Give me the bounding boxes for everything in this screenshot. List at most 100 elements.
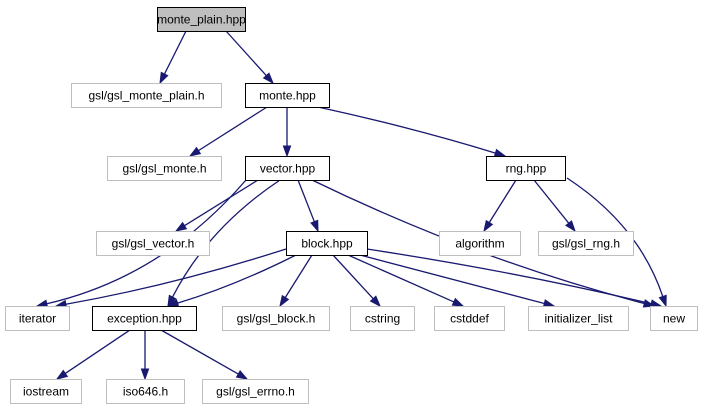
node-iso646: iso646.h — [106, 379, 185, 404]
edge-monte-to-rng — [317, 106, 507, 158]
node-box — [245, 156, 330, 181]
edge-line — [533, 179, 570, 224]
node-gsl_monte_plain: gsl/gsl_monte_plain.h — [71, 83, 222, 108]
edge-arrowhead — [55, 369, 69, 380]
node-box — [92, 306, 197, 331]
edge-line — [332, 254, 374, 300]
node-label: gsl/gsl_monte_plain.h — [88, 89, 204, 103]
node-label: gsl/gsl_errno.h — [216, 385, 295, 399]
node-label: rng.hpp — [506, 162, 547, 176]
node-gsl_block: gsl/gsl_block.h — [222, 306, 330, 331]
node-box — [538, 231, 634, 256]
edge-arrowhead — [262, 72, 274, 85]
edge-block-to-gsl_block — [279, 254, 313, 308]
node-box — [650, 306, 698, 331]
node-box — [106, 379, 185, 404]
edge-block-to-initializer_list — [359, 254, 556, 308]
edge-arrowhead — [658, 294, 667, 308]
edge-line — [160, 329, 239, 375]
node-gsl_errno: gsl/gsl_errno.h — [202, 379, 309, 404]
edge-line — [297, 179, 315, 222]
node-box — [71, 83, 222, 108]
edge-block-to-cstring — [332, 254, 382, 308]
edge-monte_plain-to-monte — [225, 30, 274, 85]
edge-line — [488, 179, 517, 223]
node-rng[interactable]: rng.hpp — [486, 156, 566, 181]
node-label: block.hpp — [301, 237, 353, 251]
node-vector[interactable]: vector.hpp — [245, 156, 330, 181]
node-label: gsl/gsl_vector.h — [112, 237, 195, 251]
edge-block-to-exception — [166, 254, 297, 308]
node-label: algorithm — [455, 237, 504, 251]
node-label: monte.hpp — [259, 89, 316, 103]
node-new: new — [650, 306, 698, 331]
edge-arrowhead — [565, 220, 576, 233]
edge-line — [64, 329, 131, 374]
edge-line — [225, 30, 267, 77]
edge-line — [171, 179, 281, 298]
node-box — [434, 306, 505, 331]
edge-arrowhead — [282, 145, 292, 158]
edge-arrowhead — [310, 219, 319, 233]
edge-arrowhead — [369, 295, 382, 308]
edge-arrowhead — [140, 368, 150, 381]
edge-line — [184, 179, 259, 227]
edge-monte-to-vector — [282, 107, 292, 158]
node-label: gsl/gsl_block.h — [237, 312, 316, 326]
node-label: gsl/gsl_rng.h — [552, 237, 620, 251]
edge-exception-to-iostream — [55, 329, 131, 380]
node-label: vector.hpp — [260, 162, 316, 176]
edge-monte-to-gsl_monte — [188, 106, 268, 157]
edge-line — [177, 254, 297, 304]
edge-exception-to-gsl_errno — [160, 329, 249, 380]
node-box — [286, 231, 368, 256]
edge-monte_plain-to-gsl_monte_plain — [159, 30, 187, 85]
edge-block-to-new — [366, 248, 663, 308]
edge-arrowhead — [167, 294, 177, 308]
node-block[interactable]: block.hpp — [286, 231, 368, 256]
node-label: iterator — [19, 312, 56, 326]
edge-arrowhead — [542, 299, 556, 308]
nodes-layer: monte_plain.hpp gsl/gsl_monte_plain.h mont… — [5, 7, 698, 404]
edge-line — [284, 254, 313, 298]
edge-arrowhead — [188, 146, 202, 157]
edge-line — [198, 106, 268, 152]
edge-line — [366, 248, 652, 305]
edge-arrowhead — [483, 219, 494, 233]
node-cstring: cstring — [350, 306, 415, 331]
edge-arrowhead — [235, 370, 249, 380]
node-initializer_list: initializer_list — [528, 306, 629, 331]
edge-line — [317, 106, 496, 154]
node-box — [245, 83, 330, 108]
node-box — [439, 231, 521, 256]
edge-arrowhead — [159, 71, 169, 85]
edge-vector-to-exception — [167, 179, 281, 308]
node-iterator: iterator — [5, 306, 70, 331]
edge-vector-to-gsl_vector — [174, 179, 259, 232]
node-label: exception.hpp — [107, 312, 182, 326]
node-box — [5, 306, 70, 331]
node-box — [157, 7, 246, 32]
node-box — [202, 379, 309, 404]
edge-exception-to-iso646 — [140, 330, 150, 381]
node-box — [528, 306, 629, 331]
node-box — [222, 306, 330, 331]
edge-block-to-cstddef — [347, 254, 465, 307]
node-box — [350, 306, 415, 331]
edge-line — [163, 30, 187, 75]
edge-line — [65, 248, 287, 305]
edge-line — [359, 254, 545, 305]
node-monte_plain[interactable]: monte_plain.hpp — [157, 7, 246, 32]
node-monte[interactable]: monte.hpp — [245, 83, 330, 108]
node-gsl_monte: gsl/gsl_monte.h — [107, 156, 222, 181]
node-label: new — [663, 312, 685, 326]
edge-line — [46, 179, 247, 305]
node-exception[interactable]: exception.hpp — [92, 306, 197, 331]
node-label: monte_plain.hpp — [157, 13, 246, 27]
node-box — [96, 231, 210, 256]
node-gsl_vector: gsl/gsl_vector.h — [96, 231, 210, 256]
node-label: initializer_list — [544, 312, 613, 326]
edge-arrowhead — [279, 294, 290, 308]
node-box — [486, 156, 566, 181]
node-label: iostream — [23, 385, 69, 399]
